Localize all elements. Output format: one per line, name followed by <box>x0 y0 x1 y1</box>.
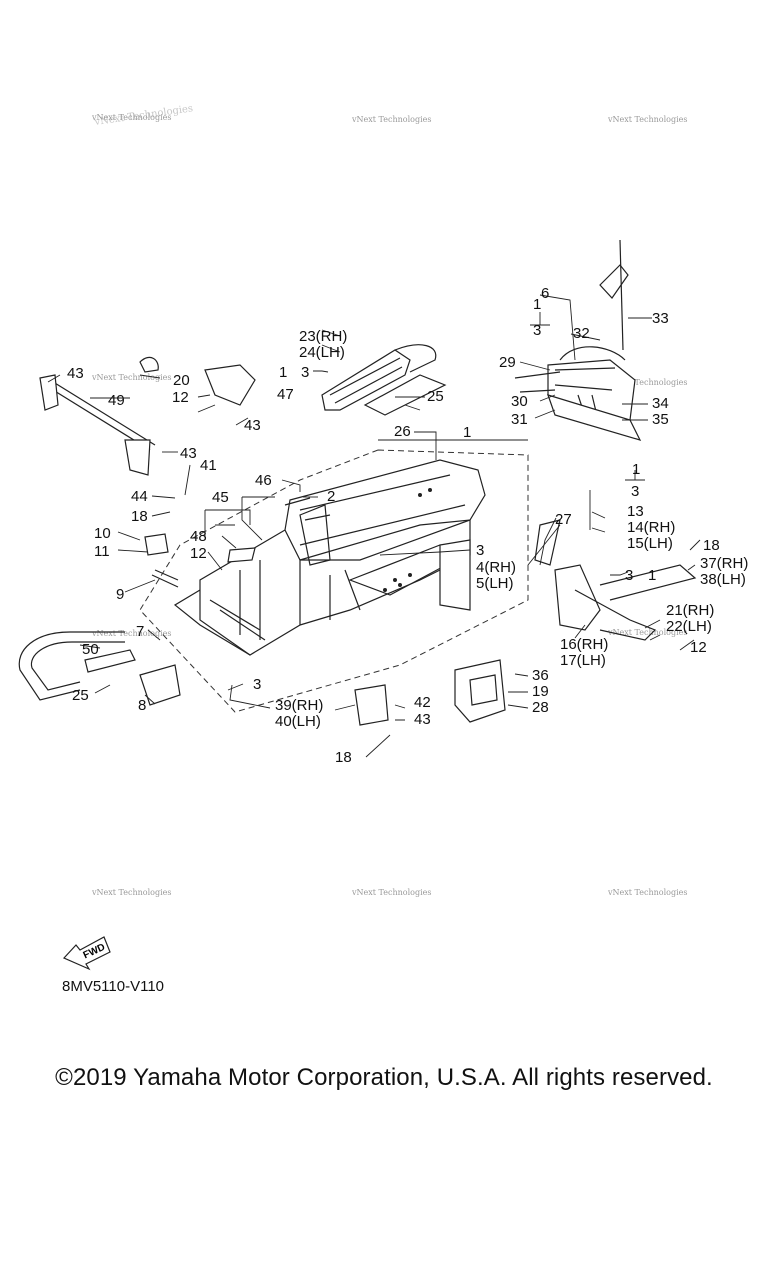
callout-3: 3 <box>301 364 309 381</box>
callout-36: 36 <box>532 667 549 684</box>
handlebar-bracket-drawing <box>321 344 447 416</box>
frame-group-boundary <box>139 449 529 713</box>
callout-25: 25 <box>427 388 444 405</box>
watermark-text: vNext Technologies <box>351 888 431 897</box>
callout-18: 18 <box>703 537 720 554</box>
callout-46: 46 <box>255 472 272 489</box>
callout-3: 3 <box>625 567 633 584</box>
front-bumper-drawing <box>18 533 256 706</box>
watermark-text: vNext Technologies <box>91 629 171 638</box>
callout-30: 30 <box>511 393 528 410</box>
callout-43: 43 <box>67 365 84 382</box>
callout-2: 2 <box>327 488 335 505</box>
callout-28: 28 <box>532 699 549 716</box>
rear-bumper-drawing <box>514 239 642 441</box>
watermark-text: vNext Technologies <box>607 115 687 124</box>
callout-35: 35 <box>652 411 669 428</box>
callout-3: 3 <box>476 542 484 559</box>
side-cover-drawing <box>354 659 506 726</box>
callout-49: 49 <box>108 392 125 409</box>
callout-32: 32 <box>573 325 590 342</box>
callout-16: 16(RH) <box>560 636 608 653</box>
callout-43: 43 <box>180 445 197 462</box>
callout-4: 4(RH) <box>476 559 516 576</box>
callout-45: 45 <box>212 489 229 506</box>
copyright-text: ©2019 Yamaha Motor Corporation, U.S.A. A… <box>55 1064 713 1091</box>
diagram-code: 8MV5110-V110 <box>62 978 165 995</box>
rear-grab-bar-drawing <box>39 356 256 476</box>
callout-47: 47 <box>277 386 294 403</box>
callouts: 1 1 1 1 1 2 3 3 3 3 3 3 4(RH) 5(LH) 6 7 … <box>67 285 748 766</box>
callout-31: 31 <box>511 411 528 428</box>
callout-1: 1 <box>632 461 640 478</box>
callout-14: 14(RH) <box>627 519 675 536</box>
callout-1: 1 <box>463 424 471 441</box>
callout-7: 7 <box>136 623 144 640</box>
main-frame-drawing <box>173 459 486 656</box>
callout-12: 12 <box>690 639 707 656</box>
callout-18: 18 <box>335 749 352 766</box>
watermark-text: vNext Technologies <box>607 888 687 897</box>
callout-5: 5(LH) <box>476 575 514 592</box>
callout-34: 34 <box>652 395 669 412</box>
callout-29: 29 <box>499 354 516 371</box>
callout-27: 27 <box>555 511 572 528</box>
callout-3: 3 <box>253 676 261 693</box>
callout-38: 38(LH) <box>700 571 746 588</box>
callout-42: 42 <box>414 694 431 711</box>
footrest-drawing <box>439 519 697 641</box>
callout-17: 17(LH) <box>560 652 606 669</box>
watermark-text: vNext Technologies <box>607 378 687 387</box>
callout-18: 18 <box>131 508 148 525</box>
watermark-text: vNext Technologies <box>91 373 171 382</box>
callout-10: 10 <box>94 525 111 542</box>
watermark-text: vNext Technologies <box>91 113 171 122</box>
callout-23: 23(RH) <box>299 328 347 345</box>
watermark-text: vNext Technologies <box>351 115 431 124</box>
callout-48: 48 <box>190 528 207 545</box>
callout-20: 20 <box>173 372 190 389</box>
callout-25: 25 <box>72 687 89 704</box>
callout-41: 41 <box>200 457 217 474</box>
callout-33: 33 <box>652 310 669 327</box>
callout-13: 13 <box>627 503 644 520</box>
callout-1: 1 <box>648 567 656 584</box>
fwd-arrow-icon: FWD <box>62 936 111 971</box>
callout-11: 11 <box>94 543 110 560</box>
callout-43: 43 <box>414 711 431 728</box>
callout-40: 40(LH) <box>275 713 321 730</box>
callout-3: 3 <box>631 483 639 500</box>
callout-12: 12 <box>172 389 189 406</box>
callout-9: 9 <box>116 586 124 603</box>
callout-50: 50 <box>82 641 99 658</box>
callout-15: 15(LH) <box>627 535 673 552</box>
watermark-text: vNext Technologies <box>607 628 687 637</box>
callout-3: 3 <box>533 322 541 339</box>
callout-19: 19 <box>532 683 549 700</box>
callout-43: 43 <box>244 417 261 434</box>
callout-37: 37(RH) <box>700 555 748 572</box>
callout-22: 22(LH) <box>666 618 712 635</box>
callout-1: 1 <box>533 296 541 313</box>
leader-lines <box>47 294 701 758</box>
callout-1: 1 <box>279 364 287 381</box>
watermark-text: vNext Technologies <box>91 888 171 897</box>
callout-39: 39(RH) <box>275 697 323 714</box>
callout-44: 44 <box>131 488 148 505</box>
callout-21: 21(RH) <box>666 602 714 619</box>
callout-24: 24(LH) <box>299 344 345 361</box>
callout-8: 8 <box>138 697 146 714</box>
callout-26: 26 <box>394 423 411 440</box>
callout-6: 6 <box>541 285 549 302</box>
callout-12: 12 <box>190 545 207 562</box>
